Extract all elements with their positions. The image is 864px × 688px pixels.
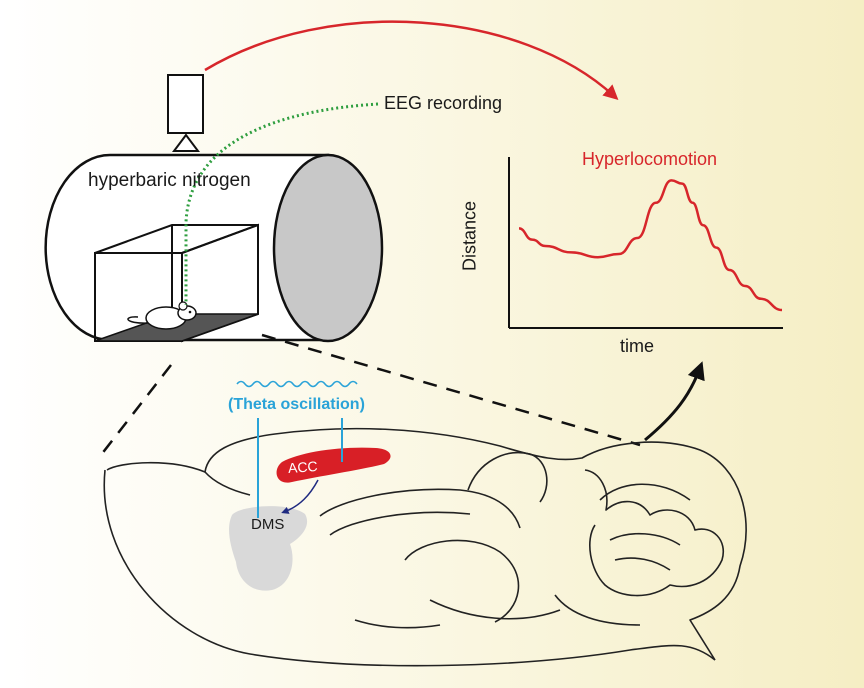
hyperbaric-nitrogen-label: hyperbaric nitrogen xyxy=(88,170,251,191)
acc-to-dms-arrow xyxy=(281,479,319,514)
acc-label: ACC xyxy=(287,457,319,477)
dms-region xyxy=(229,506,308,591)
brain-to-plot-arrow xyxy=(644,361,705,442)
dms-label: DMS xyxy=(251,516,285,533)
brain-outline xyxy=(103,427,747,667)
acc-region xyxy=(276,447,391,483)
camera-body xyxy=(167,74,204,134)
chamber-end xyxy=(272,153,384,343)
electrodes xyxy=(257,418,343,518)
x-axis-label: time xyxy=(620,336,655,356)
camera-to-plot-arrow xyxy=(204,20,619,101)
plot-axes xyxy=(508,157,783,329)
mouse xyxy=(127,301,197,330)
eeg-recording-label: EEG recording xyxy=(384,93,503,113)
zoom-lines xyxy=(100,333,641,456)
plot-title: Hyperlocomotion xyxy=(582,149,718,169)
camera-lens xyxy=(172,133,200,152)
theta-oscillation-label: (Theta oscillation) xyxy=(228,396,365,413)
y-axis-label: Distance xyxy=(459,200,480,272)
plot-line-layer xyxy=(518,179,783,312)
hyperlocomotion-series-line xyxy=(518,179,783,312)
theta-wave xyxy=(236,380,358,388)
